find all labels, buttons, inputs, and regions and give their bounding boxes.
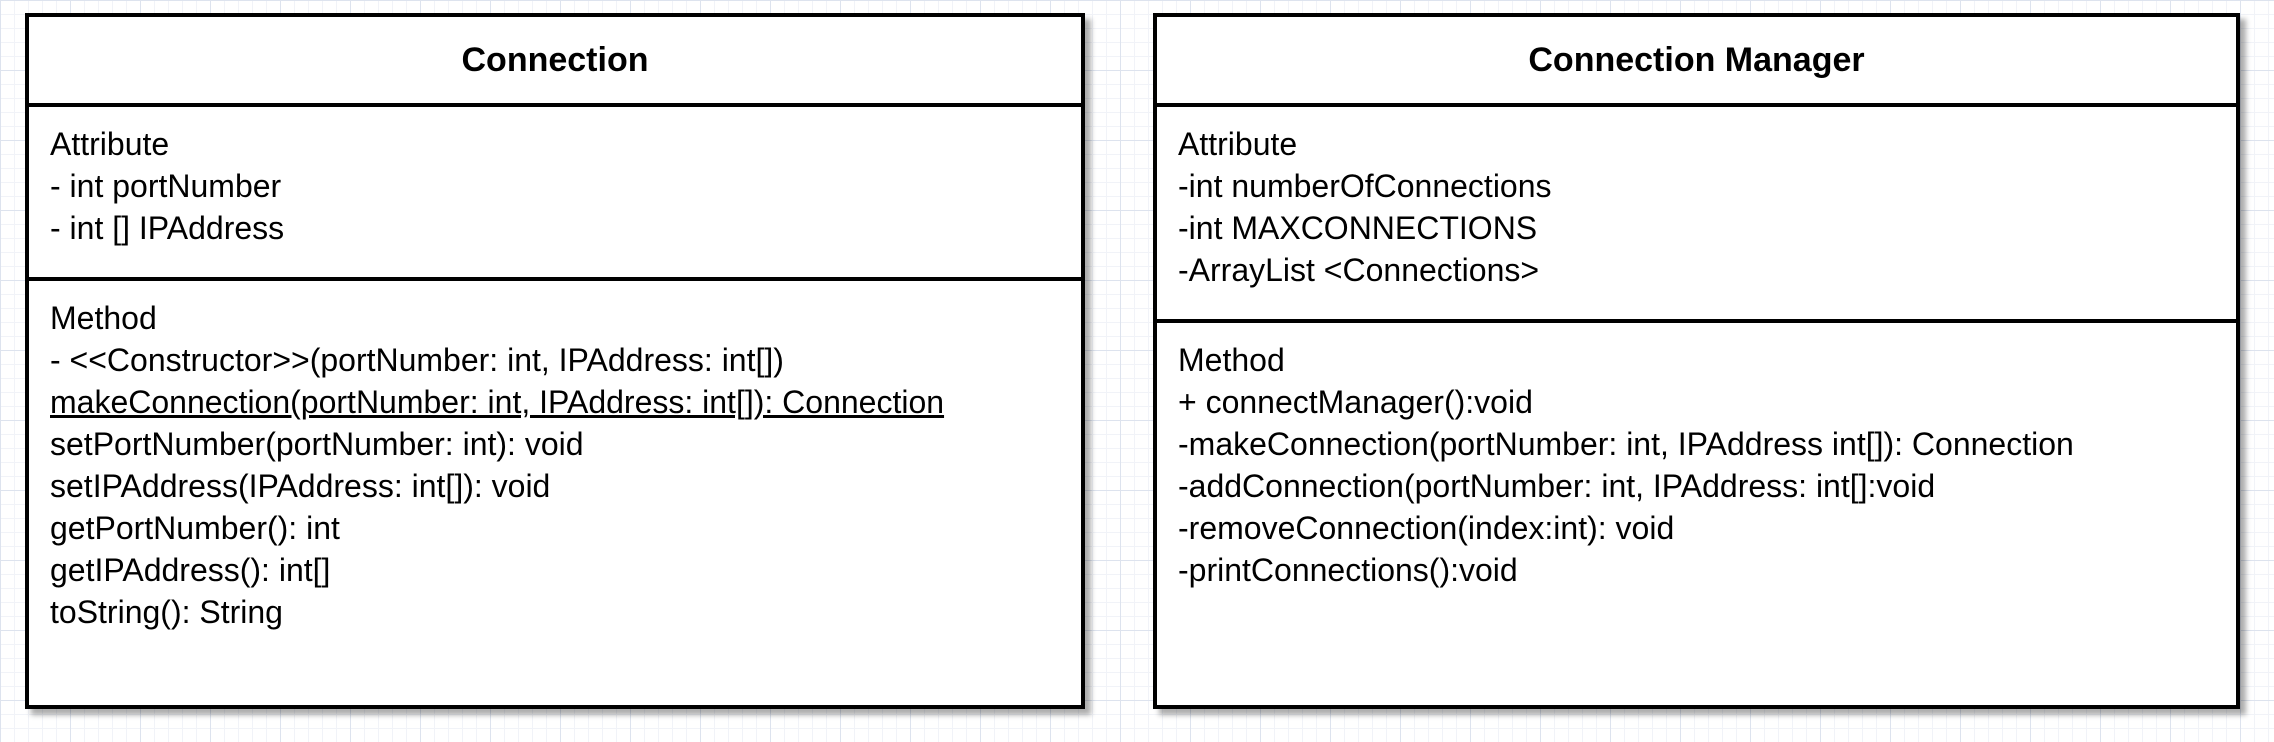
attribute: - int portNumber bbox=[50, 168, 282, 204]
method: -addConnection(portNumber: int, IPAddres… bbox=[1178, 468, 1936, 504]
method: + connectManager():void bbox=[1178, 384, 1533, 420]
static-method: makeConnection(portNumber: int, IPAddres… bbox=[50, 384, 945, 420]
method: getIPAddress(): int[] bbox=[50, 552, 331, 588]
method: -printConnections():void bbox=[1178, 552, 1518, 588]
methods-label: Method bbox=[50, 300, 157, 336]
method: setIPAddress(IPAddress: int[]): void bbox=[50, 468, 551, 504]
attributes-label: Attribute bbox=[50, 126, 170, 162]
class-connection-manager[interactable]: Connection Manager Attribute -int number… bbox=[1153, 13, 2240, 709]
method: toString(): String bbox=[50, 594, 283, 630]
attribute: -int numberOfConnections bbox=[1178, 168, 1552, 204]
class-name: Connection bbox=[29, 17, 1081, 107]
method: - <<Constructor>>(portNumber: int, IPAdd… bbox=[50, 342, 784, 378]
method: -removeConnection(index:int): void bbox=[1178, 510, 1675, 546]
attributes-label: Attribute bbox=[1178, 126, 1298, 162]
method: getPortNumber(): int bbox=[50, 510, 340, 546]
attributes-compartment: Attribute - int portNumber - int [] IPAd… bbox=[29, 107, 1081, 281]
attributes-compartment: Attribute -int numberOfConnections -int … bbox=[1157, 107, 2236, 323]
method: setPortNumber(portNumber: int): void bbox=[50, 426, 584, 462]
attribute: -int MAXCONNECTIONS bbox=[1178, 210, 1538, 246]
methods-compartment: Method + connectManager():void -makeConn… bbox=[1157, 323, 2236, 705]
class-name: Connection Manager bbox=[1157, 17, 2236, 107]
method: -makeConnection(portNumber: int, IPAddre… bbox=[1178, 426, 2074, 462]
attribute: - int [] IPAddress bbox=[50, 210, 285, 246]
methods-label: Method bbox=[1178, 342, 1285, 378]
attribute: -ArrayList <Connections> bbox=[1178, 252, 1540, 288]
class-connection[interactable]: Connection Attribute - int portNumber - … bbox=[25, 13, 1085, 709]
methods-compartment: Method - <<Constructor>>(portNumber: int… bbox=[29, 281, 1081, 705]
